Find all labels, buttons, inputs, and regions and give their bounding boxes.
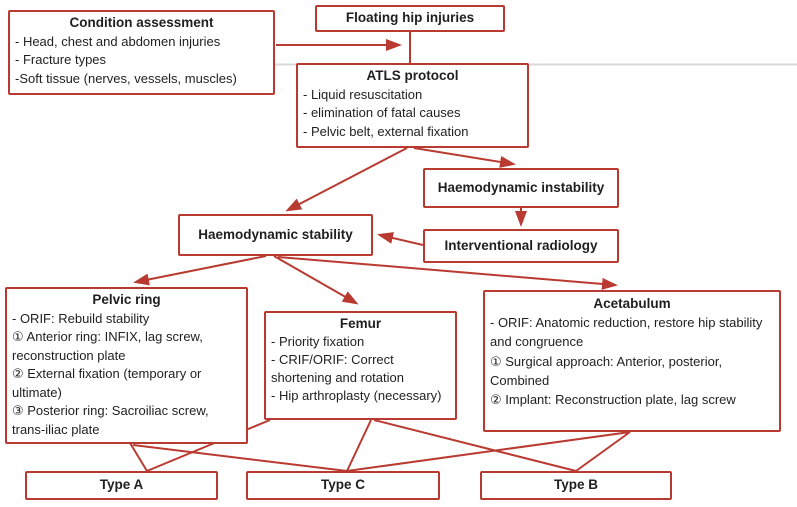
node-type-c: Type C <box>246 471 440 500</box>
arrow-atls-to-stability <box>285 147 408 212</box>
node-title: Type A <box>99 477 144 493</box>
node-haemodynamic-instability: Haemodynamic instability <box>423 168 619 208</box>
node-interventional-radiology: Interventional radiology <box>423 229 619 263</box>
node-item: - CRIF/ORIF: Correct shortening and rota… <box>271 352 404 385</box>
node-title: Haemodynamic instability <box>437 179 605 195</box>
line-femur-to-typeA <box>146 419 271 472</box>
node-haemodynamic-stability: Haemodynamic stability <box>178 214 373 256</box>
node-item: ② External fixation (temporary or ultima… <box>12 366 202 400</box>
node-title: Haemodynamic stability <box>198 226 353 242</box>
node-item: ③ Posterior ring: Sacroiliac screw, tran… <box>12 403 209 437</box>
node-title: Pelvic ring <box>92 292 161 307</box>
node-acetabulum: Acetabulum - ORIF: Anatomic reduction, r… <box>483 290 781 432</box>
line-acetabulum-to-typeC <box>346 431 631 472</box>
node-item: - Head, chest and abdomen injuries <box>15 33 221 49</box>
node-title: Femur <box>339 316 382 331</box>
node-item: ① Anterior ring: INFIX, lag screw, recon… <box>12 329 203 363</box>
arrow-stability-to-femur <box>273 255 359 305</box>
node-pelvic-ring: Pelvic ring - ORIF: Rebuild stability ① … <box>5 287 248 444</box>
node-item: - Fracture types <box>15 52 107 67</box>
node-item: - Liquid resuscitation <box>303 86 423 102</box>
node-title: Type C <box>320 477 365 493</box>
line-femur-to-typeB <box>373 419 577 472</box>
arrow-stability-to-pelvic <box>133 255 267 286</box>
line-pelvic-to-typeA <box>129 442 148 472</box>
arrow-stability-to-acetabulum <box>277 256 618 290</box>
node-item: ① Surgical approach: Anterior, posterior… <box>490 353 723 388</box>
node-item: - elimination of fatal causes <box>303 105 461 120</box>
node-title: Interventional radiology <box>444 237 598 253</box>
line-pelvic-to-typeC <box>132 444 348 472</box>
line-acetabulum-to-typeB <box>575 431 631 472</box>
node-item: - ORIF: Rebuild stability <box>12 310 150 326</box>
node-title: Floating hip injuries <box>345 10 475 26</box>
node-title: Condition assessment <box>69 15 214 30</box>
node-item: - Pelvic belt, external fixation <box>303 123 469 139</box>
node-condition-assessment: Condition assessment - Head, chest and a… <box>8 10 275 95</box>
node-item: - Priority fixation <box>271 334 365 349</box>
node-title: Type B <box>553 477 598 493</box>
node-item: -Soft tissue (nerves, vessels, muscles) <box>15 70 237 86</box>
node-floating-hip-injuries: Floating hip injuries <box>315 5 505 32</box>
node-atls-protocol: ATLS protocol - Liquid resuscitation - e… <box>296 63 529 148</box>
node-title: ATLS protocol <box>366 68 459 83</box>
node-femur: Femur - Priority fixation - CRIF/ORIF: C… <box>264 311 457 420</box>
node-type-b: Type B <box>480 471 672 500</box>
node-type-a: Type A <box>25 471 218 500</box>
node-item: - Hip arthroplasty (necessary) <box>271 388 442 403</box>
arrow-atls-to-instability <box>413 147 516 168</box>
node-item: ② Implant: Reconstruction plate, lag scr… <box>490 392 736 408</box>
node-title: Acetabulum <box>593 296 671 311</box>
node-item: - ORIF: Anatomic reduction, restore hip … <box>490 315 763 350</box>
arrow-radiology-to-stability <box>377 232 424 246</box>
line-femur-to-typeC <box>346 419 372 472</box>
